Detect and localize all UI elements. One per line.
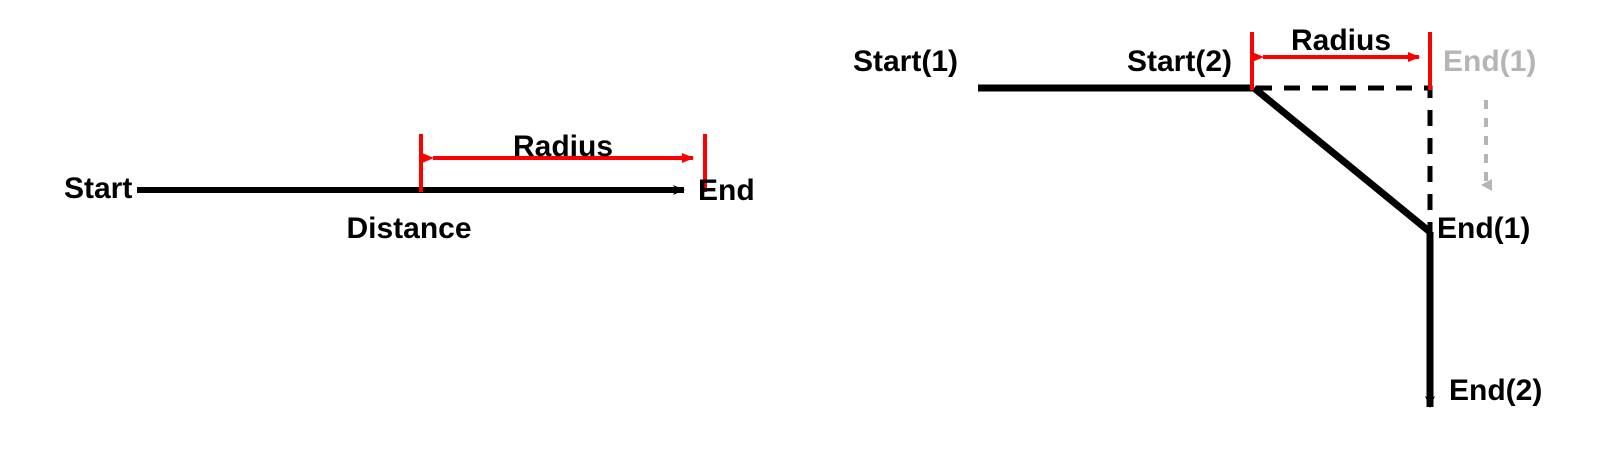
label-start-2: Start(2) (1127, 45, 1232, 78)
label-start-1: Start(1) (853, 45, 958, 78)
label-start: Start (64, 172, 132, 205)
label-end-1: End(1) (1437, 212, 1530, 245)
label-distance: Distance (346, 212, 471, 245)
label-end-1-ghost: End(1) (1443, 45, 1536, 78)
left-panel: Start End Radius Distance (64, 130, 755, 245)
label-end: End (698, 174, 755, 207)
segment-diagonal (1251, 85, 1433, 235)
right-panel: Start(1) Start(2) Radius End(1) End(1) E… (853, 24, 1542, 408)
label-radius-2: Radius (1291, 24, 1391, 57)
label-end-2: End(2) (1449, 374, 1542, 407)
label-radius: Radius (513, 130, 613, 163)
